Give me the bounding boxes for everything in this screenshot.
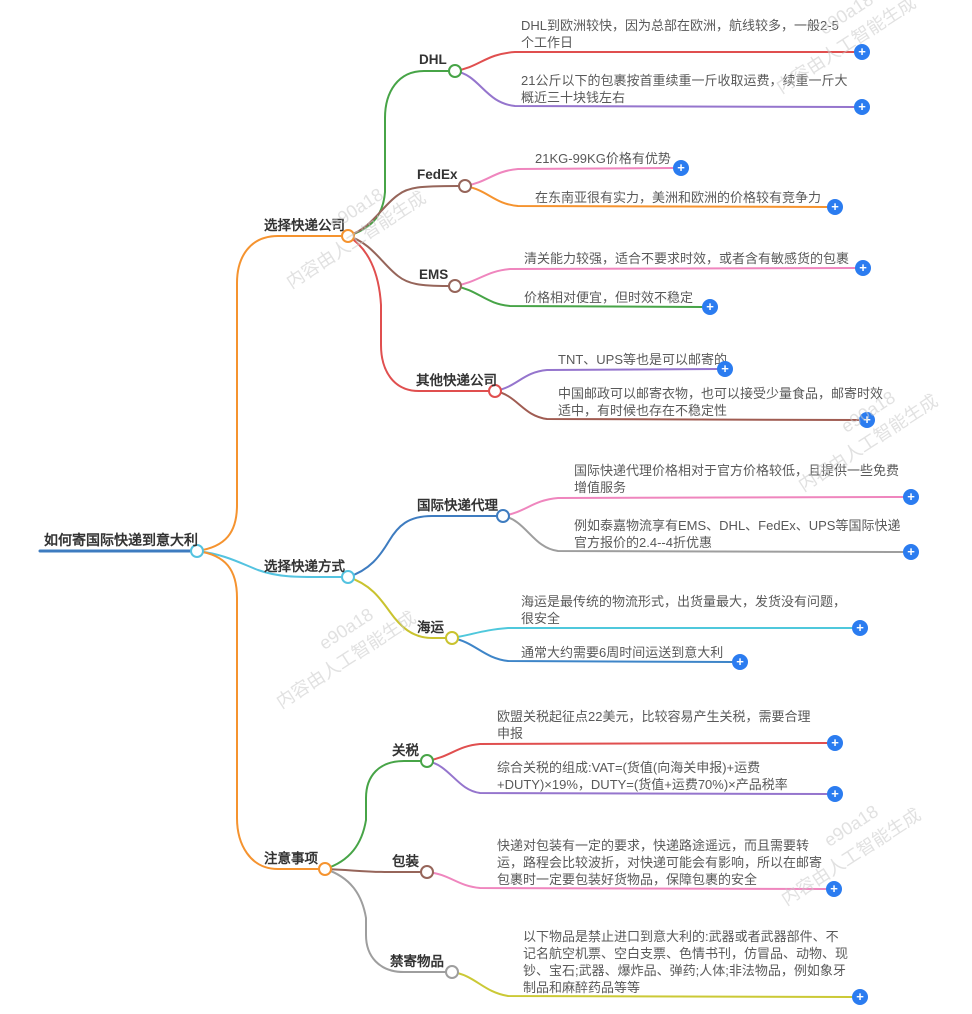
company-node-handle[interactable] xyxy=(341,229,355,243)
node-other-companies[interactable]: 其他快递公司 xyxy=(416,373,497,388)
edge-fedex-leaf1 xyxy=(464,167,674,187)
node-fedex[interactable]: FedEx xyxy=(417,167,458,182)
expand-button[interactable]: + xyxy=(732,654,748,670)
tariff-node-handle[interactable] xyxy=(420,754,434,768)
expand-button[interactable]: + xyxy=(827,199,843,215)
expand-button[interactable]: + xyxy=(852,620,868,636)
packaging-node-handle[interactable] xyxy=(420,865,434,879)
expand-button[interactable]: + xyxy=(827,735,843,751)
branch-company[interactable]: 选择快递公司 xyxy=(264,218,345,233)
sea-node-handle[interactable] xyxy=(445,631,459,645)
edge-notes-prohibited xyxy=(324,868,446,973)
leaf-tariff-1[interactable]: 欧盟关税起征点22美元，比较容易产生关税，需要合理 申报 xyxy=(497,709,811,741)
node-ems[interactable]: EMS xyxy=(419,267,449,282)
edge-notes-packaging xyxy=(324,868,421,873)
other-node-handle[interactable] xyxy=(488,384,502,398)
node-prohibited[interactable]: 禁寄物品 xyxy=(390,954,444,969)
edge-root-method xyxy=(196,550,342,579)
fedex-node-handle[interactable] xyxy=(458,179,472,193)
expand-button[interactable]: + xyxy=(702,299,718,315)
edge-company-other xyxy=(347,235,489,392)
prohibited-node-handle[interactable] xyxy=(445,965,459,979)
expand-button[interactable]: + xyxy=(717,361,733,377)
edge-method-sea xyxy=(347,576,446,639)
expand-button[interactable]: + xyxy=(852,989,868,1005)
leaf-sea-1[interactable]: 海运是最传统的物流形式，出货量最大，发货没有问题， 很安全 xyxy=(521,594,847,626)
expand-button[interactable]: + xyxy=(859,412,875,428)
leaf-prohibited-1[interactable]: 以下物品是禁止进口到意大利的:武器或者武器部件、不 记名航空机票、空白支票、色情… xyxy=(523,929,849,995)
leaf-fedex-1[interactable]: 21KG-99KG价格有优势 xyxy=(535,151,671,166)
edge-ems-leaf1 xyxy=(454,267,856,287)
edge-dhl-leaf1 xyxy=(454,51,855,72)
edge-root-notes xyxy=(196,550,319,870)
expand-button[interactable]: + xyxy=(673,160,689,176)
branch-notes[interactable]: 注意事项 xyxy=(264,851,318,866)
node-dhl[interactable]: DHL xyxy=(419,52,447,67)
expand-button[interactable]: + xyxy=(855,260,871,276)
leaf-ems-1[interactable]: 清关能力较强，适合不要求时效，或者含有敏感货的包裹 xyxy=(524,251,850,266)
expand-button[interactable]: + xyxy=(827,786,843,802)
leaf-other-2[interactable]: 中国邮政可以邮寄衣物，也可以接受少量食品，邮寄时效 适中，有时候也存在不稳定性 xyxy=(558,386,884,418)
edge-agent-leaf2 xyxy=(502,515,904,553)
expand-button[interactable]: + xyxy=(854,44,870,60)
edge-sea-leaf1 xyxy=(451,627,853,639)
leaf-ems-2[interactable]: 价格相对便宜，但时效不稳定 xyxy=(524,290,694,305)
ems-node-handle[interactable] xyxy=(448,279,462,293)
leaf-packaging-1[interactable]: 快递对包装有一定的要求，快递路途遥远，而且需要转 运，路程会比较波折，对快递可能… xyxy=(497,838,823,887)
leaf-sea-2[interactable]: 通常大约需要6周时间运送到意大利 xyxy=(521,645,724,660)
edge-company-ems xyxy=(347,235,449,287)
expand-button[interactable]: + xyxy=(903,544,919,560)
node-tariff[interactable]: 关税 xyxy=(392,743,419,758)
edge-root-company xyxy=(196,235,342,552)
expand-button[interactable]: + xyxy=(826,881,842,897)
leaf-dhl-1[interactable]: DHL到欧洲较快，因为总部在欧洲，航线较多，一般2-5 个工作日 xyxy=(521,18,839,50)
method-node-handle[interactable] xyxy=(341,570,355,584)
node-packaging[interactable]: 包装 xyxy=(392,854,419,869)
notes-node-handle[interactable] xyxy=(318,862,332,876)
edge-dhl-leaf2 xyxy=(454,70,855,108)
leaf-agent-2[interactable]: 例如泰嘉物流享有EMS、DHL、FedEx、UPS等国际快递 官方报价的2.4-… xyxy=(574,518,901,550)
leaf-fedex-2[interactable]: 在东南亚很有实力，美洲和欧洲的价格较有竞争力 xyxy=(535,190,822,205)
edge-other-leaf2 xyxy=(494,390,860,421)
edge-sea-leaf2 xyxy=(451,637,733,663)
agent-node-handle[interactable] xyxy=(496,509,510,523)
edge-agent-leaf1 xyxy=(502,496,904,517)
edge-prohibited-leaf1 xyxy=(451,971,853,998)
branch-method[interactable]: 选择快递方式 xyxy=(264,559,345,574)
dhl-node-handle[interactable] xyxy=(448,64,462,78)
leaf-other-1[interactable]: TNT、UPS等也是可以邮寄的 xyxy=(558,352,728,367)
root-node-handle[interactable] xyxy=(190,544,204,558)
root-node[interactable]: 如何寄国际快递到意大利 xyxy=(44,532,198,548)
edge-method-agent xyxy=(347,515,497,578)
node-sea[interactable]: 海运 xyxy=(417,620,444,635)
edge-tariff-leaf2 xyxy=(426,760,828,795)
edge-notes-tariff xyxy=(324,760,421,870)
edge-company-dhl xyxy=(347,70,449,237)
node-agent[interactable]: 国际快递代理 xyxy=(417,498,498,513)
leaf-tariff-2[interactable]: 综合关税的组成:VAT=(货值(向海关申报)+运费 +DUTY)×19%，DUT… xyxy=(497,760,788,792)
edge-company-fedex xyxy=(347,185,459,237)
leaf-agent-1[interactable]: 国际快递代理价格相对于官方价格较低，且提供一些免费 增值服务 xyxy=(574,463,900,495)
leaf-dhl-2[interactable]: 21公斤以下的包裹按首重续重一斤收取运费，续重一斤大 概近三十块钱左右 xyxy=(521,73,848,105)
expand-button[interactable]: + xyxy=(854,99,870,115)
expand-button[interactable]: + xyxy=(903,489,919,505)
